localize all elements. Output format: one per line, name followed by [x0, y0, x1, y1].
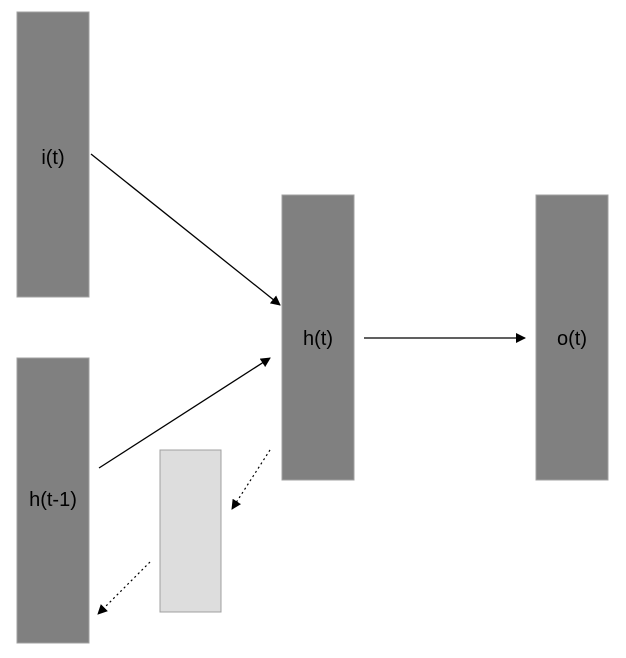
output-node — [535, 194, 609, 481]
hidden-node — [281, 194, 355, 481]
previous-hidden-node-label: h(t-1) — [29, 489, 77, 511]
output-node-label: o(t) — [557, 328, 587, 350]
hidden-to-context-dotted-arrow — [231, 449, 271, 510]
input-node-label: i(t) — [41, 147, 64, 169]
previous-hidden-to-hidden-arrow — [98, 357, 271, 469]
previous-hidden-node — [16, 357, 90, 644]
input-node — [16, 11, 90, 298]
context-copy-node — [159, 449, 222, 613]
hidden-node-label: h(t) — [303, 328, 333, 350]
input-to-hidden-arrow — [90, 153, 281, 306]
context-to-previous-hidden-dotted-arrow — [97, 561, 151, 615]
